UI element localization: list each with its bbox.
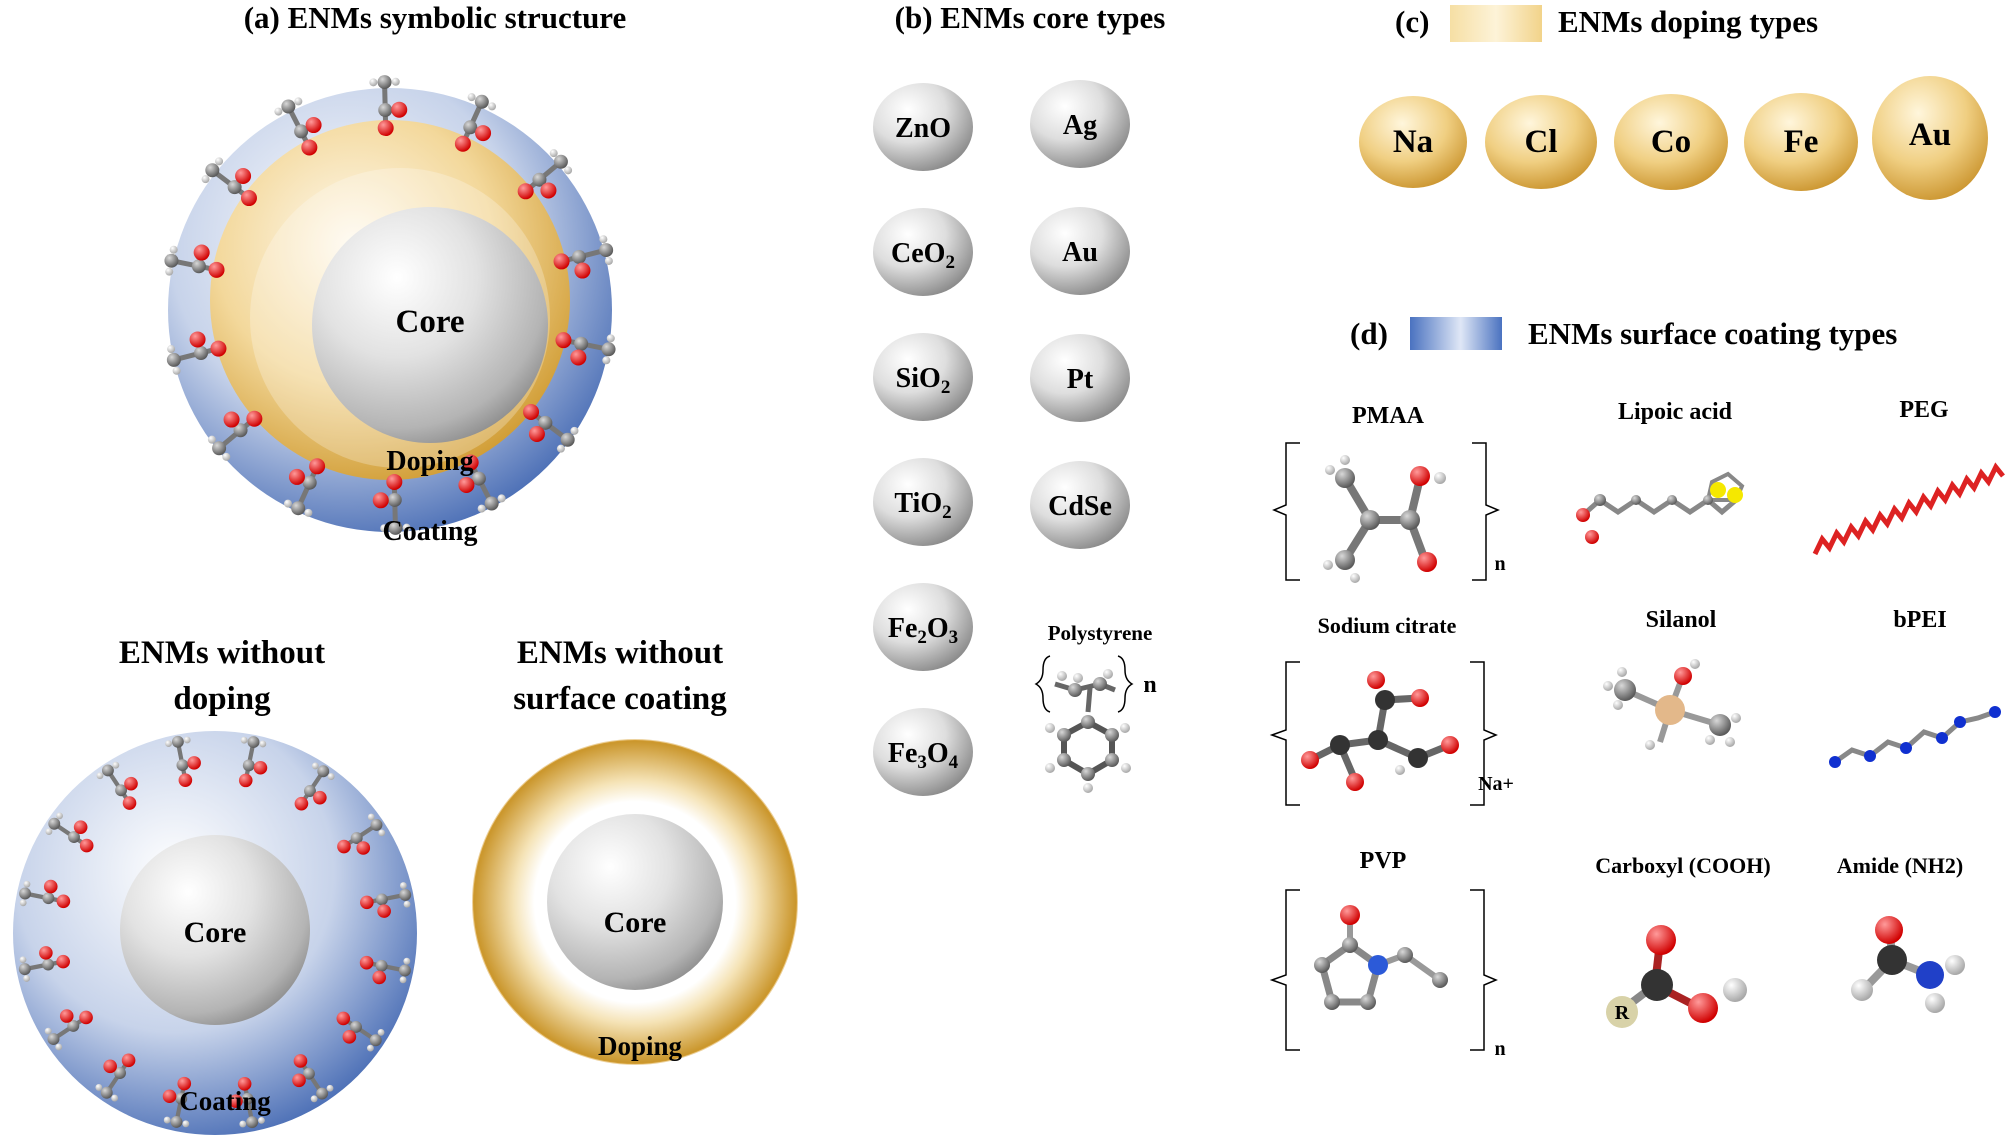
bpei-label: bPEI (1893, 607, 1946, 633)
doping-sphere (1485, 95, 1597, 189)
without-doping-line2: doping (173, 681, 271, 717)
panel-a: (a) ENMs symbolic structure Core Doping … (13, 0, 798, 1135)
carboxyl-label: Carboxyl (COOH) (1595, 853, 1770, 878)
doping-type-label: Au (1909, 117, 1951, 153)
coating-molecules (18, 735, 412, 1129)
panel-c-prefix: (c) (1395, 4, 1429, 39)
pmaa-label: PMAA (1352, 403, 1425, 429)
core-label: Core (395, 304, 464, 340)
lipoic-acid-molecule (1576, 471, 1745, 544)
enm-particle-no-doping: Core Coating (13, 731, 417, 1135)
core-sphere (873, 333, 973, 421)
amide-molecule (1851, 916, 1965, 1013)
doping-label: Doping (598, 1031, 683, 1061)
enm-particle-no-coating: Core Doping (472, 739, 798, 1065)
core-sphere (873, 708, 973, 796)
silanol-label: Silanol (1646, 607, 1717, 633)
core-sphere (873, 458, 973, 546)
core-sphere (1030, 334, 1130, 422)
panel-b-title: (b) ENMs core types (895, 0, 1166, 35)
coating-label: Coating (383, 516, 478, 547)
doping-sphere (1359, 96, 1467, 188)
core-sphere (120, 835, 310, 1025)
doping-sphere (1872, 76, 1988, 200)
core-type-label: CdSe (1048, 491, 1112, 522)
core-type-label: TiO2 (894, 488, 951, 523)
core-type-label: Pt (1067, 364, 1094, 395)
pmaa-n: n (1494, 553, 1505, 575)
bpei-molecule (1829, 706, 2001, 768)
r-group-label: R (1615, 1002, 1630, 1024)
coating-label: Coating (179, 1086, 271, 1116)
core-sphere (547, 814, 723, 990)
core-sphere (1030, 207, 1130, 295)
doping-color-swatch (1450, 5, 1542, 42)
panel-b: (b) ENMs core types ZnO CeO2SiO2TiO2Fe2O3… (873, 0, 1165, 796)
core-type-label: Ag (1063, 110, 1097, 141)
pmaa-molecule (1272, 442, 1500, 583)
core-sphere (873, 208, 973, 296)
peg-molecule (1812, 462, 2005, 556)
doping-types-row: Na Cl Co Fe Au (1359, 76, 1988, 200)
enm-particle-full: Core Doping Coating (164, 75, 616, 547)
pvp-n: n (1494, 1038, 1505, 1060)
core-type-label: Fe3O4 (888, 738, 959, 773)
doping-type-label: Fe (1784, 124, 1819, 160)
panel-c: (c) ENMs doping types Na Cl Co Fe Au (1359, 4, 1988, 200)
doping-type-label: Co (1651, 124, 1691, 160)
core-type-label: ZnO (895, 113, 951, 144)
coating-molecules (164, 75, 616, 535)
pvp-label: PVP (1360, 848, 1407, 874)
without-coating-line2: surface coating (513, 681, 727, 717)
sodium-citrate-label: Sodium citrate (1318, 613, 1457, 638)
citrate-na: Na+ (1478, 773, 1514, 795)
core-type-label: SiO2 (896, 363, 951, 398)
without-coating-line1: ENMs without (517, 635, 723, 671)
panel-d: (d) ENMs surface coating types PMAA Lipo… (1269, 316, 2005, 1060)
doping-type-label: Cl (1525, 124, 1558, 160)
core-type-label: Au (1062, 237, 1098, 268)
polystyrene-label: Polystyrene (1048, 621, 1153, 645)
coating-color-swatch (1410, 317, 1502, 350)
without-doping-line1: ENMs without (119, 635, 325, 671)
peg-label: PEG (1899, 397, 1949, 423)
sodium-citrate-molecule (1269, 661, 1498, 806)
silanol-molecule (1603, 659, 1741, 750)
pvp-molecule (1269, 889, 1498, 1051)
core-type-label: CeO2 (891, 238, 955, 273)
panel-c-title: ENMs doping types (1558, 4, 1818, 39)
doping-label: Doping (386, 446, 473, 477)
doping-type-label: Na (1393, 124, 1433, 160)
panel-a-title: (a) ENMs symbolic structure (244, 0, 627, 35)
doping-sphere (1614, 94, 1728, 190)
lipoic-acid-label: Lipoic acid (1618, 399, 1733, 425)
doping-sphere (1744, 93, 1858, 191)
core-sphere (873, 83, 973, 171)
core-label: Core (184, 916, 247, 949)
core-sphere (312, 207, 548, 443)
polystyrene-molecule (1034, 655, 1134, 793)
core-label: Core (604, 906, 667, 939)
core-sphere (1030, 80, 1130, 168)
core-sphere (873, 583, 973, 671)
amide-label: Amide (NH2) (1837, 853, 1963, 878)
core-type-label: Fe2O3 (888, 613, 958, 648)
panel-d-title: ENMs surface coating types (1528, 316, 1897, 351)
carboxyl-molecule (1606, 925, 1747, 1028)
panel-d-prefix: (d) (1350, 316, 1388, 351)
polystyrene-n: n (1143, 672, 1156, 698)
core-sphere (1030, 461, 1130, 549)
